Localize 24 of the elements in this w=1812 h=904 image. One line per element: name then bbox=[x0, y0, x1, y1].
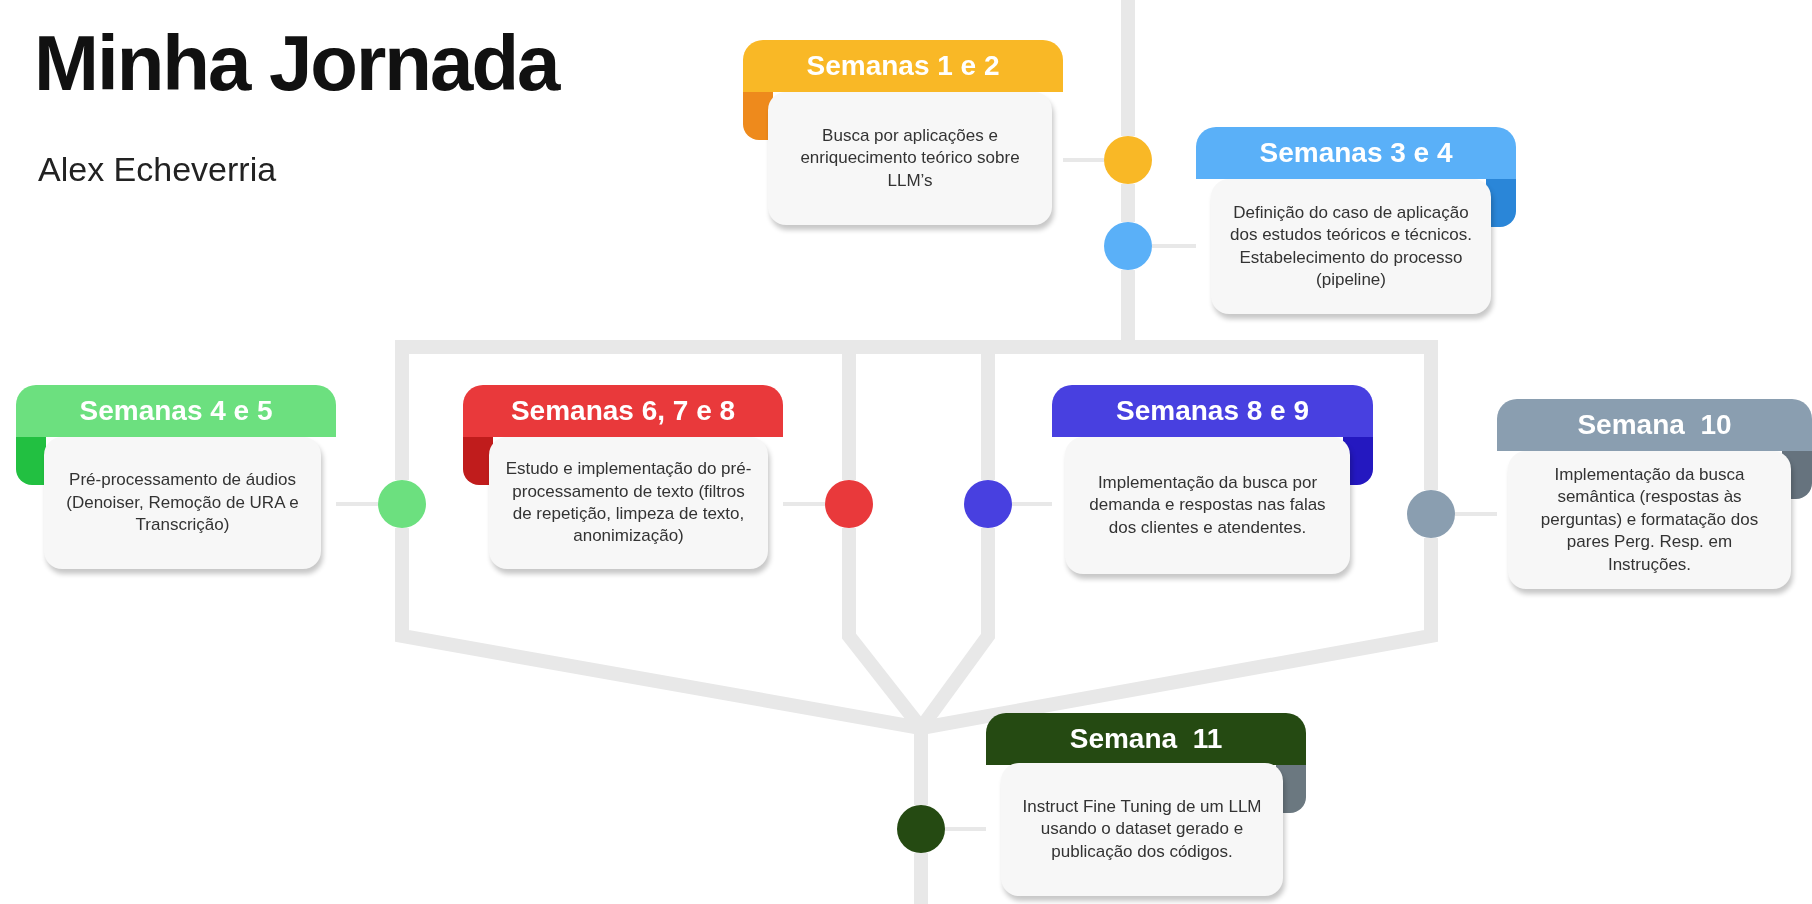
week-tab: Semanas 6, 7 e 8 bbox=[463, 385, 783, 437]
week-tab: Semana 11 bbox=[986, 713, 1306, 765]
timeline-dot bbox=[1104, 136, 1152, 184]
author-name: Alex Echeverria bbox=[38, 150, 277, 189]
description-card: Estudo e implementação do pré-processamento de texto (filtros de repetição, limpeza de texto, anonimização) bbox=[489, 437, 768, 569]
description-card: Pré-processamento de áudios (Denoiser, Remoção de URA e Transcrição) bbox=[44, 437, 321, 569]
timeline-dot bbox=[964, 480, 1012, 528]
timeline-dot bbox=[378, 480, 426, 528]
description-card: Definição do caso de aplicação dos estudos teóricos e técnicos. Estabelecimento do processo (pipeline) bbox=[1211, 179, 1491, 314]
week-tab: Semana 10 bbox=[1497, 399, 1812, 451]
description-card: Busca por aplicações e enriquecimento teórico sobre LLM’s bbox=[768, 92, 1052, 225]
timeline-dot bbox=[1104, 222, 1152, 270]
timeline-dot bbox=[825, 480, 873, 528]
week-tab: Semanas 8 e 9 bbox=[1052, 385, 1373, 437]
description-card: Implementação da busca semântica (respostas às perguntas) e formatação dos pares Perg. Resp. em Instruções. bbox=[1508, 451, 1791, 589]
description-card: Instruct Fine Tuning de um LLM usando o dataset gerado e publicação dos códigos. bbox=[1001, 763, 1283, 896]
week-tab: Semanas 1 e 2 bbox=[743, 40, 1063, 92]
timeline-dot bbox=[897, 805, 945, 853]
timeline-branch bbox=[1121, 184, 1135, 222]
description-card: Implementação da busca por demanda e respostas nas falas dos clientes e atendentes. bbox=[1065, 437, 1350, 574]
week-tab: Semanas 3 e 4 bbox=[1196, 127, 1516, 179]
timeline-dot bbox=[1407, 490, 1455, 538]
title: Minha Jornada bbox=[34, 18, 559, 109]
week-tab: Semanas 4 e 5 bbox=[16, 385, 336, 437]
